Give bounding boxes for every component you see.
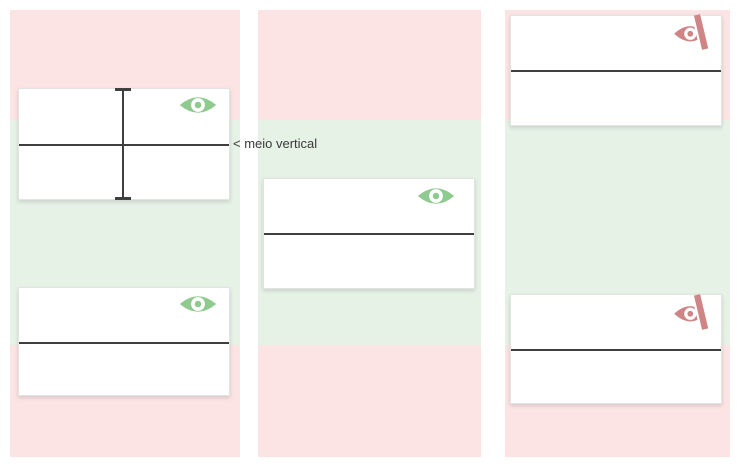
eye-icon <box>178 293 218 315</box>
eye-slash-icon <box>670 14 716 50</box>
offscreen-zone-top <box>258 10 481 120</box>
element-card <box>18 287 230 396</box>
element-middle-line <box>264 233 474 235</box>
eye-icon <box>416 185 456 207</box>
eye-slash-icon <box>670 294 716 330</box>
meio-vertical-label: < meio vertical <box>233 136 318 151</box>
offscreen-zone-bottom <box>258 345 481 457</box>
measure-line <box>122 88 124 200</box>
element-card <box>510 294 722 404</box>
element-card <box>510 14 722 126</box>
eye-icon <box>178 94 218 116</box>
element-middle-line <box>511 349 721 351</box>
element-middle-line <box>19 144 229 146</box>
element-card <box>18 88 230 200</box>
element-middle-line <box>19 342 229 344</box>
element-card <box>263 178 475 289</box>
height-measure <box>115 88 131 200</box>
element-middle-line <box>511 70 721 72</box>
measure-cap-bottom <box>115 197 131 200</box>
